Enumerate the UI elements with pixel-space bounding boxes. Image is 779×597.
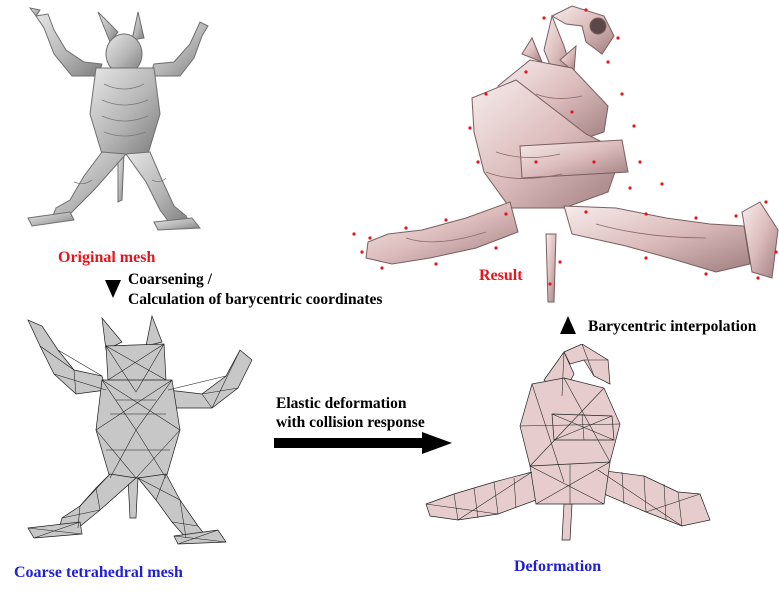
barycentric-step-line1: Barycentric interpolation (588, 317, 756, 336)
coarse-tetrahedral-mesh-figure (6, 310, 254, 560)
elastic-step-line1: Elastic deformation (276, 394, 406, 413)
barycentric-up-arrow (558, 314, 578, 336)
original-mesh-label: Original mesh (58, 249, 155, 267)
coarse-mesh-label: Coarse tetrahedral mesh (14, 564, 183, 582)
result-figure (346, 2, 779, 306)
deformation-label: Deformation (514, 558, 601, 576)
elastic-step-line2: with collision response (276, 413, 425, 432)
coarsening-down-arrow (103, 278, 123, 300)
coarsening-step-line1: Coarsening / (128, 270, 212, 289)
deformation-figure (414, 344, 720, 544)
result-label: Result (479, 267, 523, 285)
coarsening-step-line2: Calculation of barycentric coordinates (128, 290, 382, 309)
original-mesh-figure (14, 4, 210, 242)
